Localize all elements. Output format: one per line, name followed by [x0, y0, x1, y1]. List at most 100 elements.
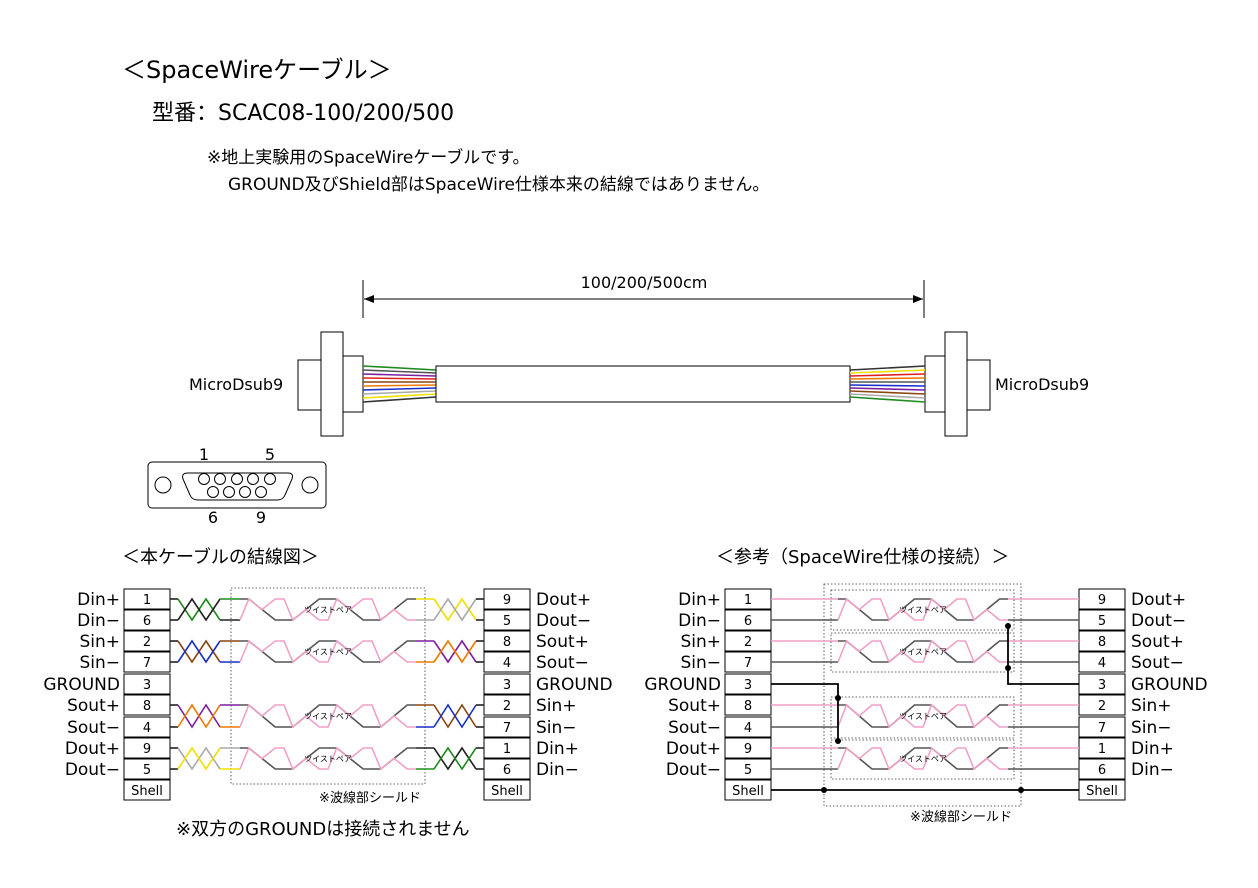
pin-name: Sin− — [79, 653, 120, 673]
pin-number: 1 — [744, 593, 752, 608]
pin-name: GROUND — [43, 675, 120, 695]
pin-hole — [239, 486, 251, 498]
pin-name: Sin+ — [536, 696, 577, 716]
pin-name: Dout+ — [666, 739, 721, 759]
left-connector-body — [342, 355, 364, 413]
pin-number: 3 — [143, 678, 151, 693]
pin-name: Sin+ — [1131, 696, 1172, 716]
crossed-wire — [177, 746, 221, 771]
arrow-right-icon — [913, 295, 923, 303]
pin-number: 2 — [143, 635, 151, 650]
pin-number: 2 — [503, 699, 511, 714]
junction-dot — [821, 787, 827, 793]
pin-number: 9 — [1098, 593, 1106, 608]
junction-dot — [1005, 665, 1011, 671]
twisted-pair-label: ツイストペア — [899, 606, 947, 615]
right-connector-label: MicroDsub9 — [995, 375, 1089, 394]
pin-label-6: 6 — [208, 508, 218, 527]
pin-name: Sout− — [536, 653, 589, 673]
pin-number: 5 — [1098, 614, 1106, 629]
pin-number: 8 — [143, 699, 151, 714]
twisted-pair-label: ツイストペア — [899, 755, 947, 764]
pin-number: 4 — [744, 721, 752, 736]
twisted-wire-b — [837, 597, 1008, 622]
pin-hole — [207, 486, 219, 498]
crossed-wire — [177, 703, 221, 729]
pin-number: 9 — [744, 742, 752, 757]
pin-number: 8 — [1098, 635, 1106, 650]
junction-dot — [1005, 623, 1011, 629]
mount-hole-left — [154, 476, 172, 494]
pin-number: 3 — [503, 678, 511, 693]
pin-name: Sout− — [1131, 653, 1184, 673]
pin-number: 9 — [143, 742, 151, 757]
pin-number: 1 — [143, 593, 151, 608]
pin-hole — [231, 473, 243, 485]
pin-box — [123, 673, 171, 695]
page-title: ＜SpaceWireケーブル＞ — [122, 56, 392, 84]
pin-name: Dout+ — [1131, 590, 1186, 610]
crossed-wire — [177, 639, 221, 664]
pin-number: 4 — [143, 721, 151, 736]
pin-name: GROUND — [1131, 675, 1208, 695]
wiring-right-shield-note: ※波線部シールド — [910, 809, 1012, 825]
pin-number: 3 — [1098, 678, 1106, 693]
pin-name: Dout+ — [536, 590, 591, 610]
wiring-diagram-left: 1Din+6Din−2Sin+7Sin−3GROUND8Sout+4Sout−9… — [43, 587, 613, 801]
pin-name: Sin+ — [79, 632, 120, 652]
pin-box — [483, 779, 531, 801]
pin-number: 5 — [503, 614, 511, 629]
pin-hole — [247, 473, 259, 485]
wiring-left-title: ＜本ケーブルの結線図＞ — [122, 546, 319, 568]
pin-number: 4 — [503, 656, 511, 671]
twisted-pair-label: ツイストペア — [899, 712, 947, 721]
pin-number: 8 — [503, 635, 511, 650]
pin-holes — [198, 473, 276, 498]
pin-name: Din+ — [77, 590, 120, 610]
twisted-pair-label: ツイストペア — [899, 648, 947, 657]
pin-name: Sout+ — [67, 696, 120, 716]
twisted-wire-b — [239, 703, 416, 729]
pin-number: Shell — [1086, 784, 1118, 799]
arrow-left-icon — [364, 295, 374, 303]
twisted-pair-label: ツイストペア — [304, 755, 352, 764]
length-label: 100/200/500cm — [581, 273, 708, 292]
pin-box — [123, 779, 171, 801]
pin-name: Sin+ — [680, 632, 721, 652]
pin-label-5: 5 — [265, 445, 275, 464]
pin-name: Sout− — [67, 718, 120, 738]
pin-name: Din+ — [536, 739, 579, 759]
pin-hole — [198, 473, 210, 485]
shield-boundary-inner — [830, 739, 1015, 780]
twisted-wire-b — [837, 639, 1008, 664]
twisted-wire-b — [837, 703, 1008, 729]
twisted-pair-label: ツイストペア — [304, 606, 352, 615]
pin-number: Shell — [732, 784, 764, 799]
pin-hole — [214, 473, 226, 485]
right-wire-bundle — [849, 365, 926, 403]
shield-boundary-outer — [823, 583, 1022, 807]
pin-number: 6 — [744, 614, 752, 629]
left-wire-bundle — [362, 365, 437, 403]
junction-dot — [1018, 787, 1024, 793]
pin-number: 5 — [744, 763, 752, 778]
pin-number: 3 — [744, 678, 752, 693]
junction-dot — [835, 738, 841, 744]
pin-number: 4 — [1098, 656, 1106, 671]
left-connector-plug — [297, 359, 322, 411]
wiring-left-shield-note: ※波線部シールド — [319, 790, 421, 806]
mount-hole-right — [301, 476, 319, 494]
pin-name: Sin− — [680, 653, 721, 673]
pin-name: Din+ — [1131, 739, 1174, 759]
crossed-wire — [433, 639, 477, 664]
crossed-wire — [433, 746, 477, 771]
pin-name: Sout+ — [536, 632, 589, 652]
pin-name: Sout+ — [668, 696, 721, 716]
ground-wire-right — [1007, 626, 1079, 685]
pin-name: Sout− — [668, 718, 721, 738]
note-line-1: ※地上実験用のSpaceWireケーブルです。 — [207, 147, 530, 168]
pin-number: 1 — [503, 742, 511, 757]
right-connector-flange — [944, 331, 968, 437]
pin-name: Din− — [536, 760, 579, 780]
